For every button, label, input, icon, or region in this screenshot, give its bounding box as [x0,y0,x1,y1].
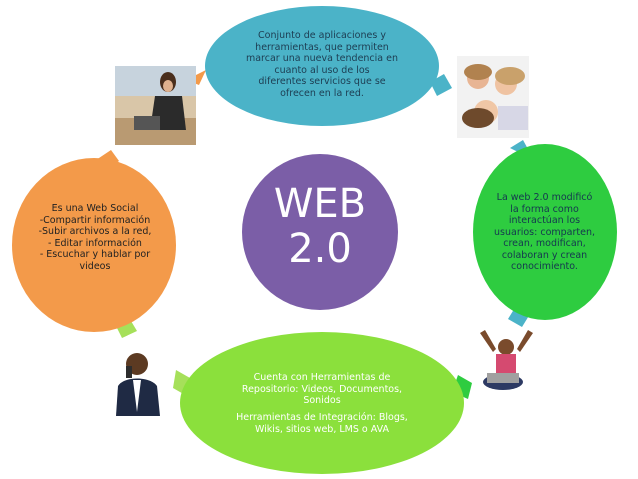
bottom-bubble [180,332,464,474]
top-bubble [205,6,439,126]
left-bubble [12,158,176,332]
center-title-line1: WEB [273,181,367,227]
bottom-bubble-text-repositorio: Cuenta con Herramientas de Repositorio: … [241,372,403,406]
person-arms-raised-photo [480,330,533,390]
woman-laptop-photo [115,66,196,145]
bottom-bubble-text-integracion: Herramientas de Integración: Blogs, Wiki… [236,412,408,435]
girls-lying-photo [457,56,529,138]
left-bubble-text: Es una Web Social -Compartir información… [38,203,152,272]
right-bubble [473,144,617,320]
center-title-line2: 2.0 [288,226,352,272]
right-bubble-text: La web 2.0 modificó la forma como intera… [494,192,595,272]
center-title: WEB 2.0 [242,182,398,272]
center-circle [242,154,398,310]
top-bubble-text: Conjunto de aplicaciones y herramientas,… [245,30,399,99]
man-phone-photo [113,346,163,416]
